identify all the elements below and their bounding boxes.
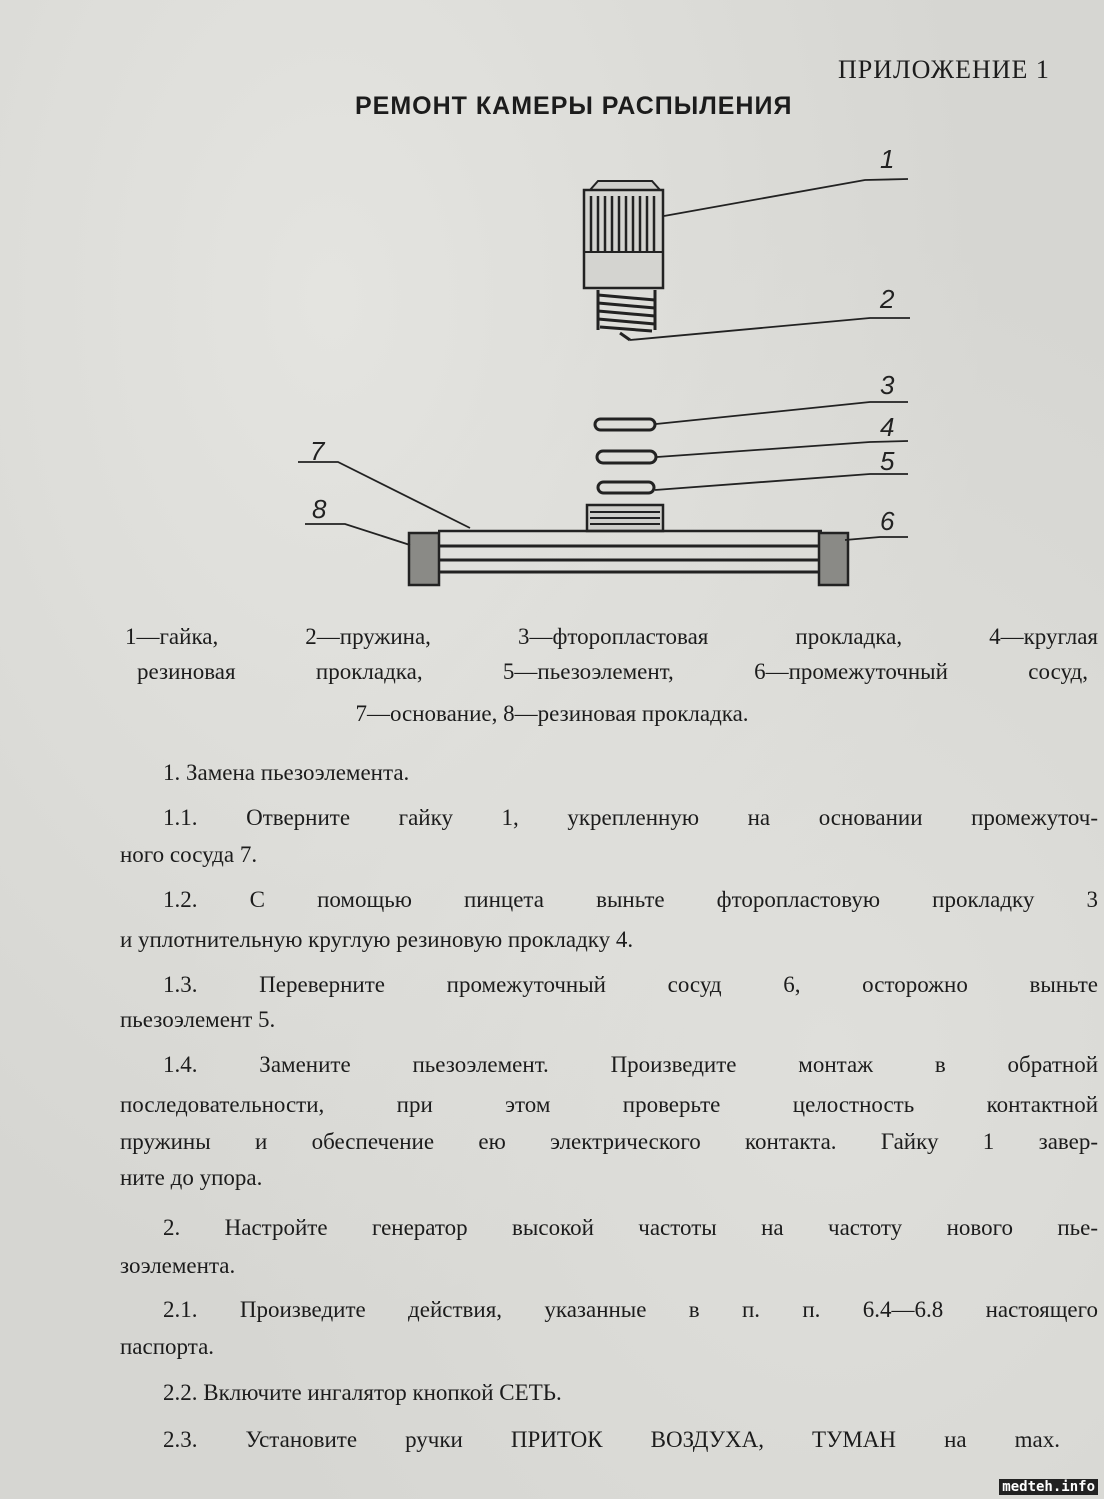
caption-line: 7—основание, 8—резиновая прокладка. (355, 701, 749, 726)
label-2: 2 (879, 284, 895, 314)
label-1: 1 (880, 144, 894, 174)
section-heading: 1. Замена пьезоэлемента. (163, 760, 410, 785)
caption-line: 1—гайка, 2—пружина, 3—фторопластовая про… (125, 624, 1098, 649)
appendix-label: ПРИЛОЖЕНИЕ 1 (838, 55, 1050, 84)
label-8: 8 (312, 494, 327, 524)
page-title: РЕМОНТ КАМЕРЫ РАСПЫЛЕНИЯ (355, 92, 793, 120)
body-line: пьезоэлемент 5. (120, 1007, 276, 1032)
caption-line: резиновая прокладка, 5—пьезоэлемент, 6—п… (137, 659, 1088, 684)
label-5: 5 (880, 446, 895, 476)
body-line: 1.3. Переверните промежуточный сосуд 6, … (163, 972, 1098, 997)
nut-part-1 (582, 180, 665, 290)
base-assembly (407, 503, 850, 587)
body-line: 1.4. Замените пьезоэлемент. Произведите … (163, 1052, 1098, 1077)
body-line: ните до упора. (120, 1165, 263, 1190)
label-4: 4 (880, 412, 894, 442)
leader-lines (298, 178, 910, 546)
gaskets-3-4-5 (593, 417, 658, 495)
body-line: паспорта. (120, 1334, 215, 1359)
body-line: 2.3. Установите ручки ПРИТОК ВОЗДУХА, ТУ… (163, 1427, 1060, 1452)
body-line: и уплотнительную круглую резиновую прокл… (120, 927, 634, 952)
body-line: зоэлемента. (120, 1253, 236, 1278)
body-line: последовательности, при этом проверьте ц… (120, 1092, 1098, 1117)
label-3: 3 (880, 370, 895, 400)
body-line: 2.1. Произведите действия, указанные в п… (163, 1297, 1098, 1322)
label-6: 6 (880, 506, 895, 536)
body-line: пружины и обеспечение ею электрического … (120, 1129, 1098, 1154)
body-line: ного сосуда 7. (120, 842, 258, 867)
body-line: 2.2. Включите ингалятор кнопкой СЕТЬ. (163, 1380, 562, 1405)
body-line: 1.1. Отверните гайку 1, укрепленную на о… (163, 805, 1098, 830)
section-heading: 2. Настройте генератор высокой частоты н… (163, 1215, 1098, 1240)
watermark: medteh.info (999, 1479, 1098, 1495)
label-7: 7 (310, 436, 326, 466)
spring-part-2 (596, 290, 657, 342)
body-line: 1.2. С помощью пинцета выньте фторопласт… (163, 887, 1098, 912)
